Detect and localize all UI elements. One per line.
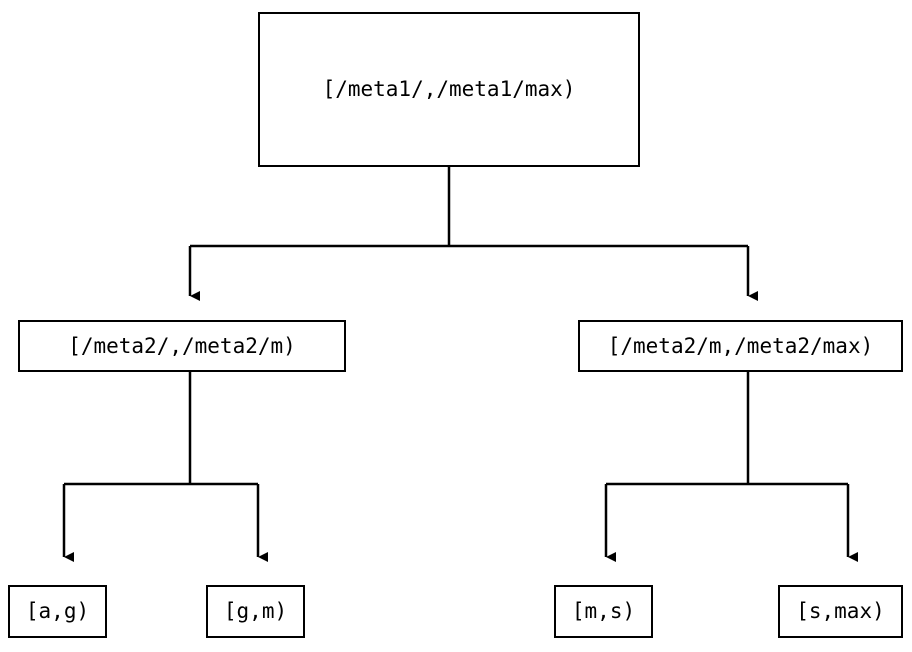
node-root-label: [/meta1/,/meta1/max)	[322, 77, 576, 101]
node-root: [/meta1/,/meta1/max)	[258, 12, 640, 167]
edge-midright-to-leaves-group	[604, 372, 858, 562]
node-leaf-ag: [a,g)	[8, 585, 107, 638]
node-leaf-ms: [m,s)	[554, 585, 653, 638]
node-leaf-smax: [s,max)	[778, 585, 903, 638]
node-mid-left-label: [/meta2/,/meta2/m)	[68, 333, 296, 358]
node-mid-right-label: [/meta2/m,/meta2/max)	[607, 333, 874, 358]
node-leaf-gm-label: [g,m)	[223, 599, 288, 623]
node-mid-left: [/meta2/,/meta2/m)	[18, 320, 346, 372]
node-leaf-ag-label: [a,g)	[25, 599, 90, 623]
node-leaf-smax-label: [s,max)	[796, 599, 885, 623]
edge-root-to-mid-group	[188, 167, 758, 301]
node-leaf-gm: [g,m)	[206, 585, 305, 638]
edge-midleft-to-leaves-group	[62, 372, 268, 562]
node-leaf-ms-label: [m,s)	[571, 599, 636, 623]
node-mid-right: [/meta2/m,/meta2/max)	[578, 320, 903, 372]
